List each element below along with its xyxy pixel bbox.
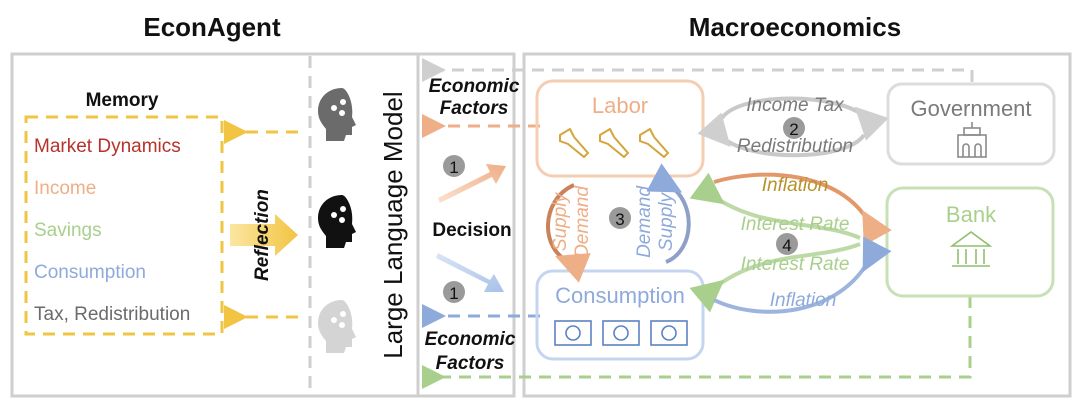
- consumption-label: Consumption: [555, 283, 685, 308]
- decision-arrow-consumption: [436, 253, 504, 292]
- government-to-llm-arrow: [422, 58, 974, 82]
- reflection-arrow: [230, 214, 298, 256]
- interest-rate-label-bottom: Interest Rate: [741, 254, 850, 275]
- bank-to-llm-arrow: [422, 296, 972, 389]
- wrench-icon: [559, 127, 670, 159]
- supply-label-right: Supply: [656, 191, 677, 251]
- memory-item-consumption: Consumption: [34, 262, 146, 283]
- memory-item-market-dynamics: Market Dynamics: [34, 136, 181, 157]
- economic-factors-top-line2: Factors: [440, 98, 509, 119]
- labor-node: Labor: [535, 79, 705, 178]
- economic-factors-bottom-line2: Factors: [436, 353, 505, 374]
- income-tax-label: Income Tax: [746, 95, 845, 116]
- reflection-label: Reflection: [252, 189, 273, 281]
- svg-text:1: 1: [449, 284, 458, 303]
- head-icon-bottom: [318, 300, 356, 353]
- step-4-number: 4: [782, 236, 791, 255]
- redistribution-label: Redistribution: [737, 136, 853, 157]
- step-4-cycle: Inflation Interest Rate 4 Interest Rate …: [689, 172, 892, 314]
- step-1-badge-top: 1: [443, 155, 465, 177]
- decision-label: Decision: [432, 220, 511, 241]
- memory-item-income: Income: [34, 178, 96, 199]
- head-icon-middle: [318, 195, 356, 248]
- memory-item-savings: Savings: [34, 220, 102, 241]
- consumption-node: Consumption: [535, 269, 705, 361]
- macroeconomics-box: [522, 52, 1072, 398]
- svg-text:1: 1: [449, 158, 458, 177]
- econagent-box: [10, 52, 516, 398]
- step-3-cycle: Supply Demand 3 Demand Supply: [546, 163, 691, 283]
- economic-factors-top-line1: Economic: [429, 76, 520, 97]
- step-1-badge-bottom: 1: [443, 281, 465, 303]
- interest-rate-label-top: Interest Rate: [741, 214, 850, 235]
- demand-label-left: Demand: [572, 185, 593, 258]
- memory-box: [24, 115, 224, 336]
- labor-label: Labor: [592, 93, 648, 118]
- memory-items: Market Dynamics Income Savings Consumpti…: [34, 136, 190, 325]
- government-label: Government: [910, 96, 1031, 121]
- government-building-icon: [957, 122, 987, 158]
- memory-title: Memory: [86, 90, 159, 111]
- inflation-label-bottom: Inflation: [770, 290, 837, 311]
- head-icon-top: [318, 88, 356, 141]
- llm-label: Large Language Model: [378, 91, 408, 358]
- step-3-number: 3: [615, 210, 624, 229]
- supply-label-left: Supply: [550, 191, 571, 251]
- bank-label: Bank: [946, 202, 997, 227]
- econagent-title: EconAgent: [143, 12, 281, 42]
- decision-arrow-labor: [438, 164, 506, 203]
- bank-node: Bank: [885, 186, 1055, 298]
- money-icon: [554, 320, 688, 346]
- macroeconomics-title: Macroeconomics: [689, 12, 901, 42]
- economic-factors-bottom-line1: Economic: [425, 329, 516, 350]
- inflation-label-top: Inflation: [762, 175, 829, 196]
- step-2-number: 2: [789, 120, 798, 139]
- government-node: Government: [886, 82, 1056, 166]
- demand-label-right: Demand: [634, 185, 655, 258]
- step-2-cycle: Income Tax 2 Redistribution: [697, 95, 889, 158]
- bank-icon: [949, 231, 993, 267]
- memory-item-tax-redistribution: Tax, Redistribution: [34, 304, 190, 325]
